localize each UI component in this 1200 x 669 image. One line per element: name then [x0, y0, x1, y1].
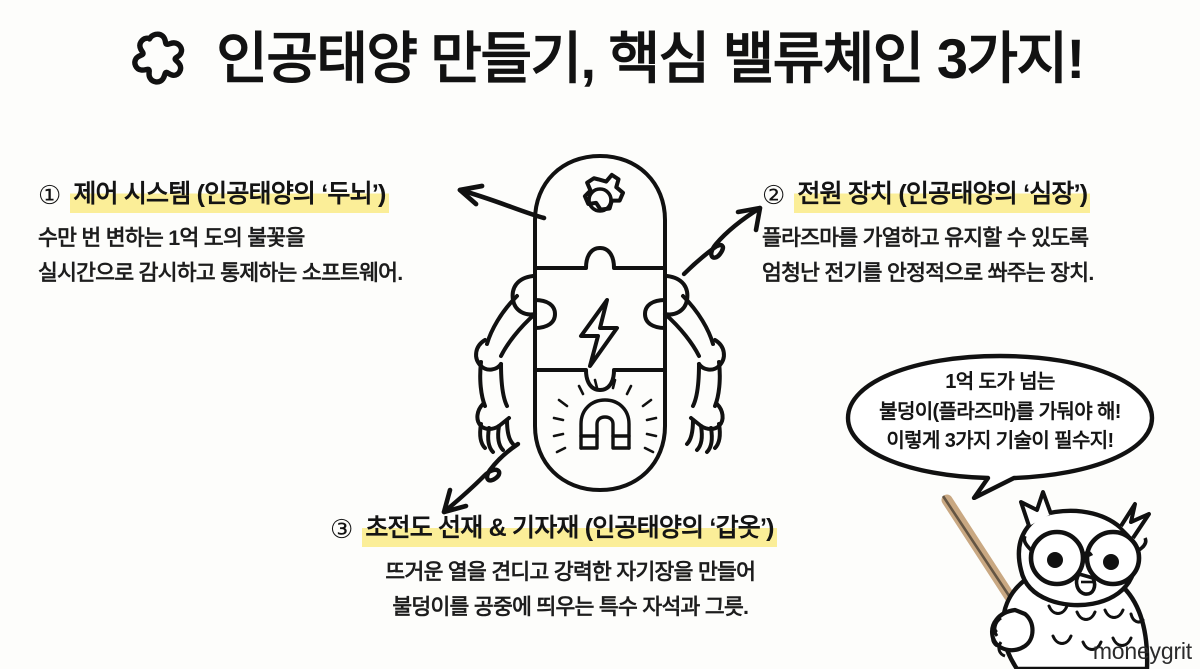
gear-icon: [582, 172, 626, 213]
robot-seam-lower: [533, 368, 667, 392]
speech-bubble-line-2: 불덩이(플라즈마)를 가둬야 해!: [879, 400, 1121, 423]
speech-bubble: [845, 353, 1155, 500]
section-control-system: ① 제어 시스템 (인공태양의 ‘두뇌’) 수만 번 변하는 1억 도의 불꽃을…: [38, 178, 403, 290]
owl-pupil-right: [1103, 554, 1119, 570]
section-power-body-line-2: 엄청난 전기를 안정적으로 쏴주는 장치.: [762, 261, 1094, 286]
owl-ear-tuft-right: [1119, 502, 1151, 540]
magnet-spark-lines: [552, 378, 658, 454]
owl-beak: [1074, 572, 1097, 596]
section-superconductor-body-line-2: 불덩이를 공중에 띄우는 특수 자석과 그릇.: [392, 595, 749, 620]
robot-notch-left: [533, 298, 557, 330]
speech-bubble-text: 1억 도가 넘는 불덩이(플라즈마)를 가둬야 해! 이렇게 3가지 기술이 필…: [842, 368, 1158, 457]
section-power-number: ②: [762, 180, 786, 211]
owl-chest-feathers: [1047, 604, 1145, 651]
section-power-title: 전원 장치 (인공태양의 ‘심장’): [794, 178, 1091, 213]
section-superconductor: ③ 초전도 선재 & 기자재 (인공태양의 ‘갑옷’) 뜨거운 열을 견디고 강…: [330, 512, 777, 624]
section-power-heading: ② 전원 장치 (인공태양의 ‘심장’): [762, 178, 1094, 213]
section-control-body-line-2: 실시간으로 감시하고 통제하는 소프트웨어.: [38, 261, 403, 286]
robot-right-arm: [663, 274, 726, 454]
owl-wing: [990, 607, 1035, 653]
robot-notch-right: [643, 298, 667, 330]
robot-seam-upper: [533, 246, 667, 270]
puzzle-piece-icon: [132, 31, 185, 85]
magnet-icon: [579, 398, 631, 450]
owl-mascot-figure: [941, 490, 1151, 669]
robot-left-arm: [474, 274, 537, 454]
section-control-number: ①: [38, 180, 62, 211]
curved-arrow-up-right-icon: [681, 205, 763, 277]
owl-ear-tuft-left: [1019, 490, 1053, 527]
lightning-bolt-icon: [579, 298, 619, 368]
curved-arrow-down-left-icon: [441, 441, 521, 515]
watermark-text: moneygrit: [1092, 638, 1192, 664]
section-superconductor-title: 초전도 선재 & 기자재 (인공태양의 ‘갑옷’): [362, 512, 777, 547]
section-control-heading: ① 제어 시스템 (인공태양의 ‘두뇌’): [38, 178, 403, 213]
page-title-row: 인공태양 만들기, 핵심 밸류체인 3가지!: [0, 22, 1200, 96]
speech-bubble-line-3: 이렇게 3가지 기술이 필수지!: [886, 430, 1114, 453]
curved-arrow-left-icon: [457, 183, 547, 221]
section-superconductor-number: ③: [330, 514, 354, 545]
section-control-body-line-1: 수만 번 변하는 1억 도의 불꽃을: [38, 225, 305, 250]
puzzle-robot-figure: [474, 154, 726, 492]
section-power-supply: ② 전원 장치 (인공태양의 ‘심장’) 플라즈마를 가열하고 유지할 수 있도…: [762, 178, 1094, 290]
page-title: 인공태양 만들기, 핵심 밸류체인 3가지!: [216, 26, 1085, 90]
owl-pupil-left: [1047, 552, 1063, 568]
robot-body-capsule: [533, 154, 667, 492]
section-superconductor-heading: ③ 초전도 선재 & 기자재 (인공태양의 ‘갑옷’): [330, 512, 777, 547]
section-power-body-line-1: 플라즈마를 가열하고 유지할 수 있도록: [762, 225, 1089, 250]
section-superconductor-body-line-1: 뜨거운 열을 견디고 강력한 자기장을 만들어: [385, 559, 756, 584]
speech-bubble-line-1: 1억 도가 넘는: [945, 371, 1055, 393]
section-control-title: 제어 시스템 (인공태양의 ‘두뇌’): [70, 178, 389, 213]
